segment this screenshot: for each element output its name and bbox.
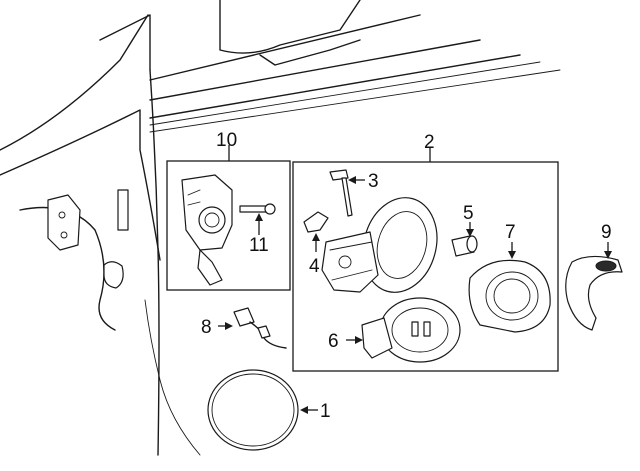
vehicle-body-outline: [0, 0, 561, 456]
hinge-bolt-2: [60, 231, 68, 239]
door-hinge-arm: [361, 317, 393, 359]
body-pillar-curve: [0, 14, 149, 151]
wheel-arch-curve: [144, 299, 201, 456]
leader-1-arrowhead: [300, 406, 308, 414]
leader-5-arrowhead: [466, 229, 474, 237]
body-quarter-edge: [149, 69, 160, 456]
body-pillar-top: [99, 14, 151, 71]
door-latch-1: [411, 321, 419, 337]
rod-shaft: [341, 177, 353, 217]
cable-connector: [233, 307, 255, 327]
ring-inner-2: [493, 278, 531, 314]
bulb-5: [451, 235, 478, 257]
bulb-end: [466, 235, 478, 253]
belt-line-3: [149, 61, 541, 126]
door-hinge-bracket: [47, 194, 81, 251]
bracket-body: [565, 255, 623, 331]
bracket-grommet: [595, 260, 617, 272]
leader-8-arrowhead: [225, 322, 233, 330]
leader-7-arrowhead: [508, 251, 516, 259]
bracket-9: [565, 255, 623, 331]
cable-clip: [257, 325, 271, 339]
housing-port: [338, 255, 352, 269]
bolt-11: [239, 203, 276, 215]
side-mirror-outline: [219, 0, 361, 54]
leader-9-arrowhead: [604, 251, 612, 259]
window-lower-line: [149, 14, 421, 81]
bolt-shank: [239, 205, 267, 213]
cable-8: [233, 307, 287, 349]
callout-5: 5: [463, 203, 474, 224]
leader-3-arrowhead: [348, 176, 356, 184]
housing-ribs: [329, 241, 373, 281]
mirror-base: [259, 39, 361, 66]
actuator-socket: [198, 206, 226, 234]
ring-7: [468, 259, 551, 333]
seal-ring-1: [207, 369, 299, 451]
leader-11-arrowhead: [255, 213, 263, 221]
belt-line-2: [149, 54, 521, 119]
hinge-bolt-1: [58, 211, 66, 219]
belt-line-1: [149, 39, 481, 101]
seal-outer: [207, 369, 299, 451]
actuator-connector: [197, 249, 223, 286]
clip-4: [303, 211, 329, 233]
door-latch-2: [423, 321, 431, 337]
body-grommet: [103, 261, 124, 289]
callout-2: 2: [424, 132, 435, 153]
actuator-socket-inner: [204, 212, 220, 228]
callout-3: 3: [368, 171, 379, 192]
clip-body: [303, 211, 329, 233]
fuel-door-actuator: [181, 174, 233, 286]
rod-3: [329, 169, 353, 217]
callout-1: 1: [320, 401, 331, 422]
door-disc-inner: [391, 307, 449, 353]
bolt-head: [264, 203, 276, 215]
seal-inner: [211, 373, 295, 447]
callout-6: 6: [328, 331, 339, 352]
housing-body: [321, 231, 379, 293]
body-slot: [117, 189, 129, 231]
leader-4-arrowhead: [312, 233, 320, 241]
callout-10: 10: [216, 130, 237, 151]
door-assembly-6: [361, 297, 461, 363]
ring-inner: [485, 271, 539, 321]
leader-6-arrowhead: [355, 336, 363, 344]
body-panel-edge: [0, 109, 161, 261]
belt-line-4: [149, 69, 561, 133]
callout-11: 11: [249, 235, 269, 256]
housing-flange-inner: [376, 211, 428, 279]
actuator-detail: [187, 189, 201, 206]
callout-4: 4: [309, 256, 320, 277]
callout-7: 7: [505, 222, 516, 243]
callout-8: 8: [201, 317, 212, 338]
callout-9: 9: [601, 222, 612, 243]
housing-assembly: [321, 197, 438, 293]
